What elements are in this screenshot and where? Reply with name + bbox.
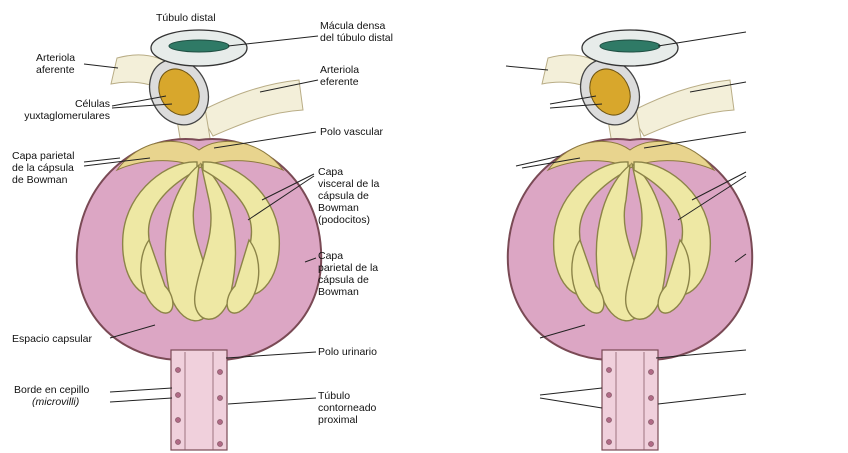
label-arteriola-aferente: Arteriola aferente xyxy=(36,52,76,76)
left-leader-lines xyxy=(83,35,319,405)
right-diagram xyxy=(506,29,754,451)
label-polo-vascular: Polo vascular xyxy=(320,126,384,138)
label-celulas-yuxta: Células yuxtaglomerulares xyxy=(24,98,110,122)
label-capa-visceral: Capa visceral de la cápsula de Bowman (p… xyxy=(318,166,380,226)
label-capa-parietal-izq: Capa parietal de la cápsula de Bowman xyxy=(12,150,75,186)
left-diagram xyxy=(75,29,323,451)
label-tubulo-contorneado: Túbulo contorneado proximal xyxy=(318,390,377,426)
label-capa-parietal-der: Capa parietal de la cápsula de Bowman xyxy=(318,250,379,298)
label-arteriola-eferente: Arteriola eferente xyxy=(320,64,360,88)
label-borde-cepillo: Borde en cepillo (microvilli) xyxy=(14,384,90,408)
label-tubulo-distal: Túbulo distal xyxy=(156,12,216,24)
label-espacio-capsular: Espacio capsular xyxy=(12,333,92,345)
label-polo-urinario: Polo urinario xyxy=(318,346,377,358)
right-leader-lines xyxy=(505,31,747,409)
label-macula-densa: Mácula densa del túbulo distal xyxy=(320,20,393,44)
